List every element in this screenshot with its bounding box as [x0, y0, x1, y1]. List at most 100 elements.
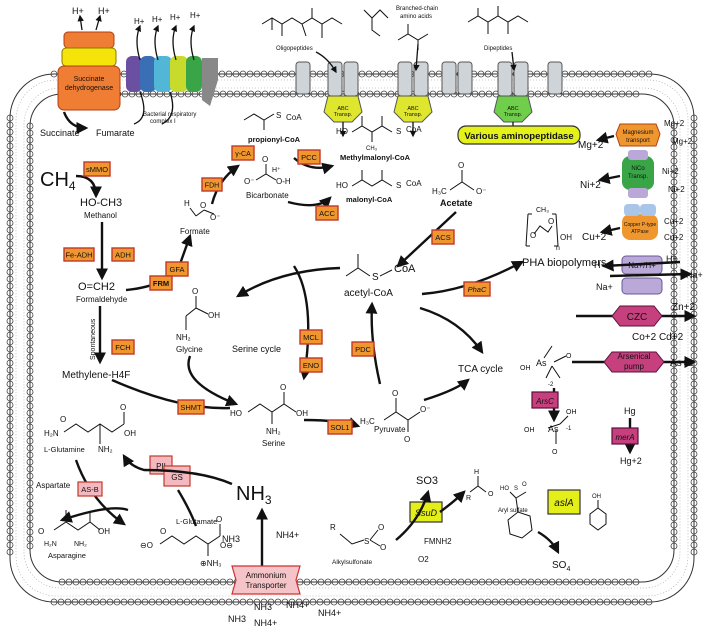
gfa-enzyme: GFA — [165, 261, 189, 277]
svg-text:FDH: FDH — [205, 183, 219, 190]
svg-text:Fe-ADH: Fe-ADH — [65, 251, 92, 260]
abc-transporter-3: ABC Transp. — [493, 61, 533, 123]
methylmalonyl-coa-label: Methylmalonyl-CoA — [340, 153, 411, 162]
cu-inside-label: Cu+2 — [582, 232, 607, 243]
svg-text:R: R — [466, 495, 471, 502]
svg-text:O: O — [38, 527, 44, 536]
svg-text:CoA: CoA — [394, 263, 416, 275]
glycine-structure: O OH NH₂ — [176, 287, 220, 342]
bcaa-label-line2: amino acids — [400, 14, 432, 20]
asparagine-label: Asparagine — [48, 551, 86, 560]
copper-atpase-line1: Copper P-type — [624, 222, 656, 228]
o2-label: O2 — [418, 555, 429, 564]
svg-text:ENO: ENO — [303, 361, 319, 370]
arsenical-pump-line1: Arsenical — [618, 352, 651, 361]
svg-text:O⊖: O⊖ — [220, 541, 233, 550]
ni-outside-label-2: Ni+2 — [668, 185, 685, 194]
yca-enzyme: γ-CA — [231, 145, 255, 161]
pyruvate-structure: H₃C O O O⁻ — [360, 389, 430, 444]
svg-text:H₃C: H₃C — [432, 187, 447, 196]
ni-inside-label: Ni+2 — [580, 180, 601, 191]
svg-text:As: As — [536, 358, 547, 368]
aspartate-label: Aspartate — [36, 481, 71, 490]
abc-label-2b: Transp. — [404, 112, 423, 118]
svg-text:O: O — [552, 449, 558, 456]
so4-label: SO4 — [552, 560, 570, 573]
asla-enzyme: aslA — [547, 489, 581, 515]
svg-text:S: S — [364, 537, 369, 546]
svg-text:S: S — [372, 272, 379, 283]
hoch3-label: HO-CH3 — [80, 197, 122, 209]
svg-text:PhaC: PhaC — [468, 285, 487, 294]
copper-atpase: Copper P-type ATPase — [622, 204, 658, 240]
svg-text:HO: HO — [336, 181, 348, 190]
svg-text:OH: OH — [524, 427, 535, 434]
svg-text:ADH: ADH — [115, 251, 131, 260]
bcaa-label-line1: Branched-chain — [396, 6, 438, 12]
nh3-label-3: NH3 — [228, 614, 246, 624]
svg-text:S: S — [396, 181, 401, 190]
svg-text:GFA: GFA — [169, 265, 184, 274]
svg-text:O: O — [488, 491, 494, 498]
svg-text:O: O — [566, 353, 572, 360]
abc-label-2: ABC — [407, 106, 418, 112]
formate-label: Formate — [180, 227, 210, 236]
zn-label: Zn+2 — [672, 302, 696, 313]
complex-i-proton-arrows — [133, 24, 195, 125]
co-cd-label: Co+2 Cd+2 — [632, 332, 684, 343]
magnesium-transporter: Magnesium transport — [615, 123, 661, 147]
serine-label: Serine — [262, 439, 286, 448]
svg-text:aslA: aslA — [554, 498, 574, 509]
svg-text:O: O — [60, 415, 66, 424]
svg-text:PCC: PCC — [301, 153, 317, 162]
svg-text:CH₃: CH₃ — [366, 146, 378, 152]
arsenate-structure: As OH O -2 — [520, 345, 572, 388]
svg-text:O: O — [392, 389, 398, 398]
svg-text:OH: OH — [560, 233, 572, 242]
abc-transporter-1: ABC Transp. — [323, 61, 363, 123]
acc-enzyme: ACC — [315, 205, 339, 221]
phenol-structure: OH — [589, 494, 607, 531]
proton-label-4: H+ — [152, 15, 163, 24]
acetyl-coa-label: acetyl-CoA — [344, 288, 393, 299]
svg-text:OH: OH — [592, 494, 601, 500]
respiratory-complex-i — [126, 56, 218, 106]
fe-adh-enzyme: Fe-ADH — [63, 247, 95, 262]
pcc-enzyme: PCC — [297, 149, 321, 165]
nh4-label-2: NH4+ — [286, 600, 309, 610]
nh3-label-1: NH3 — [222, 534, 240, 544]
aminopeptidase-label: Various aminopeptidase — [464, 131, 573, 142]
mg-transport-line1: Magnesium — [622, 130, 653, 136]
svg-text:ArsC: ArsC — [535, 397, 554, 406]
acetyl-coa-structure: S CoA — [345, 254, 416, 283]
nico-label-line2: Transp. — [628, 174, 648, 180]
svg-text:γ-CA: γ-CA — [235, 151, 251, 158]
svg-text:FRM: FRM — [153, 279, 169, 288]
svg-text:OH: OH — [124, 429, 136, 438]
fumarate-label: Fumarate — [96, 128, 135, 138]
ni-outside-label-1: Ni+2 — [662, 167, 679, 176]
svg-text:S: S — [276, 111, 281, 120]
hg-label: Hg — [624, 406, 636, 416]
succinate-label: Succinate — [40, 128, 80, 138]
proton-label-3: H+ — [134, 17, 145, 26]
svg-text:O: O — [458, 161, 464, 170]
mg-inside-label: Mg+2 — [578, 140, 604, 151]
abc-label-3: ABC — [507, 106, 518, 112]
oligopeptides-label: Oligopeptides — [276, 46, 313, 52]
sdh-label-line1: Succinate — [74, 76, 105, 83]
h-inside-label: H+ — [594, 260, 606, 270]
svg-text:-1: -1 — [566, 426, 572, 432]
svg-text:PDC: PDC — [355, 345, 371, 354]
arsc-enzyme: ArsC — [531, 391, 559, 409]
eno-enzyme: ENO — [299, 357, 323, 373]
nh4-label-3: NH4+ — [254, 618, 277, 628]
fmnh2-label: FMNH2 — [424, 537, 452, 546]
svg-text:OH: OH — [296, 409, 308, 418]
fdh-enzyme: FDH — [201, 177, 223, 192]
propionyl-coa-label: propionyl-CoA — [248, 135, 301, 144]
complex-i-label-line2: complex I — [150, 119, 176, 125]
nico-transporter: NiCo Transp. — [622, 150, 654, 198]
serine-cycle-label: Serine cycle — [232, 344, 281, 354]
